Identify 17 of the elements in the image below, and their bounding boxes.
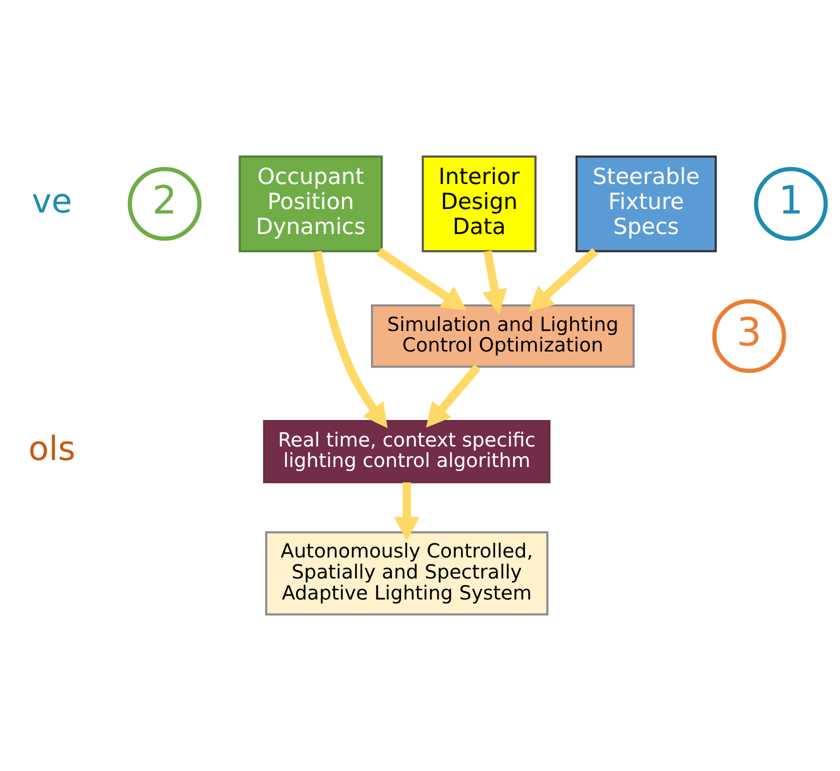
label: ols (28, 429, 76, 468)
node-box: Real time, context specific lighting control algorithm (263, 420, 550, 484)
node-box: Simulation and Lighting Control Optimization (370, 304, 635, 368)
node-circle: 2 (128, 167, 202, 241)
arrow (528, 248, 598, 312)
node-circle: 1 (754, 167, 828, 241)
node-box: Occupant Position Dynamics (238, 156, 383, 252)
arrow (426, 364, 481, 428)
node-box: Interior Design Data (422, 156, 537, 252)
node-box: Steerable Fixture Specs (576, 156, 717, 252)
node-box: Autonomously Controlled, Spatially and Spectrally Adaptive Lighting System (265, 531, 548, 616)
node-circle: 3 (712, 299, 786, 373)
arrow (376, 248, 467, 310)
arrow (482, 250, 508, 314)
arrow (394, 482, 420, 542)
label: ve (32, 182, 72, 221)
arrow (313, 250, 388, 428)
